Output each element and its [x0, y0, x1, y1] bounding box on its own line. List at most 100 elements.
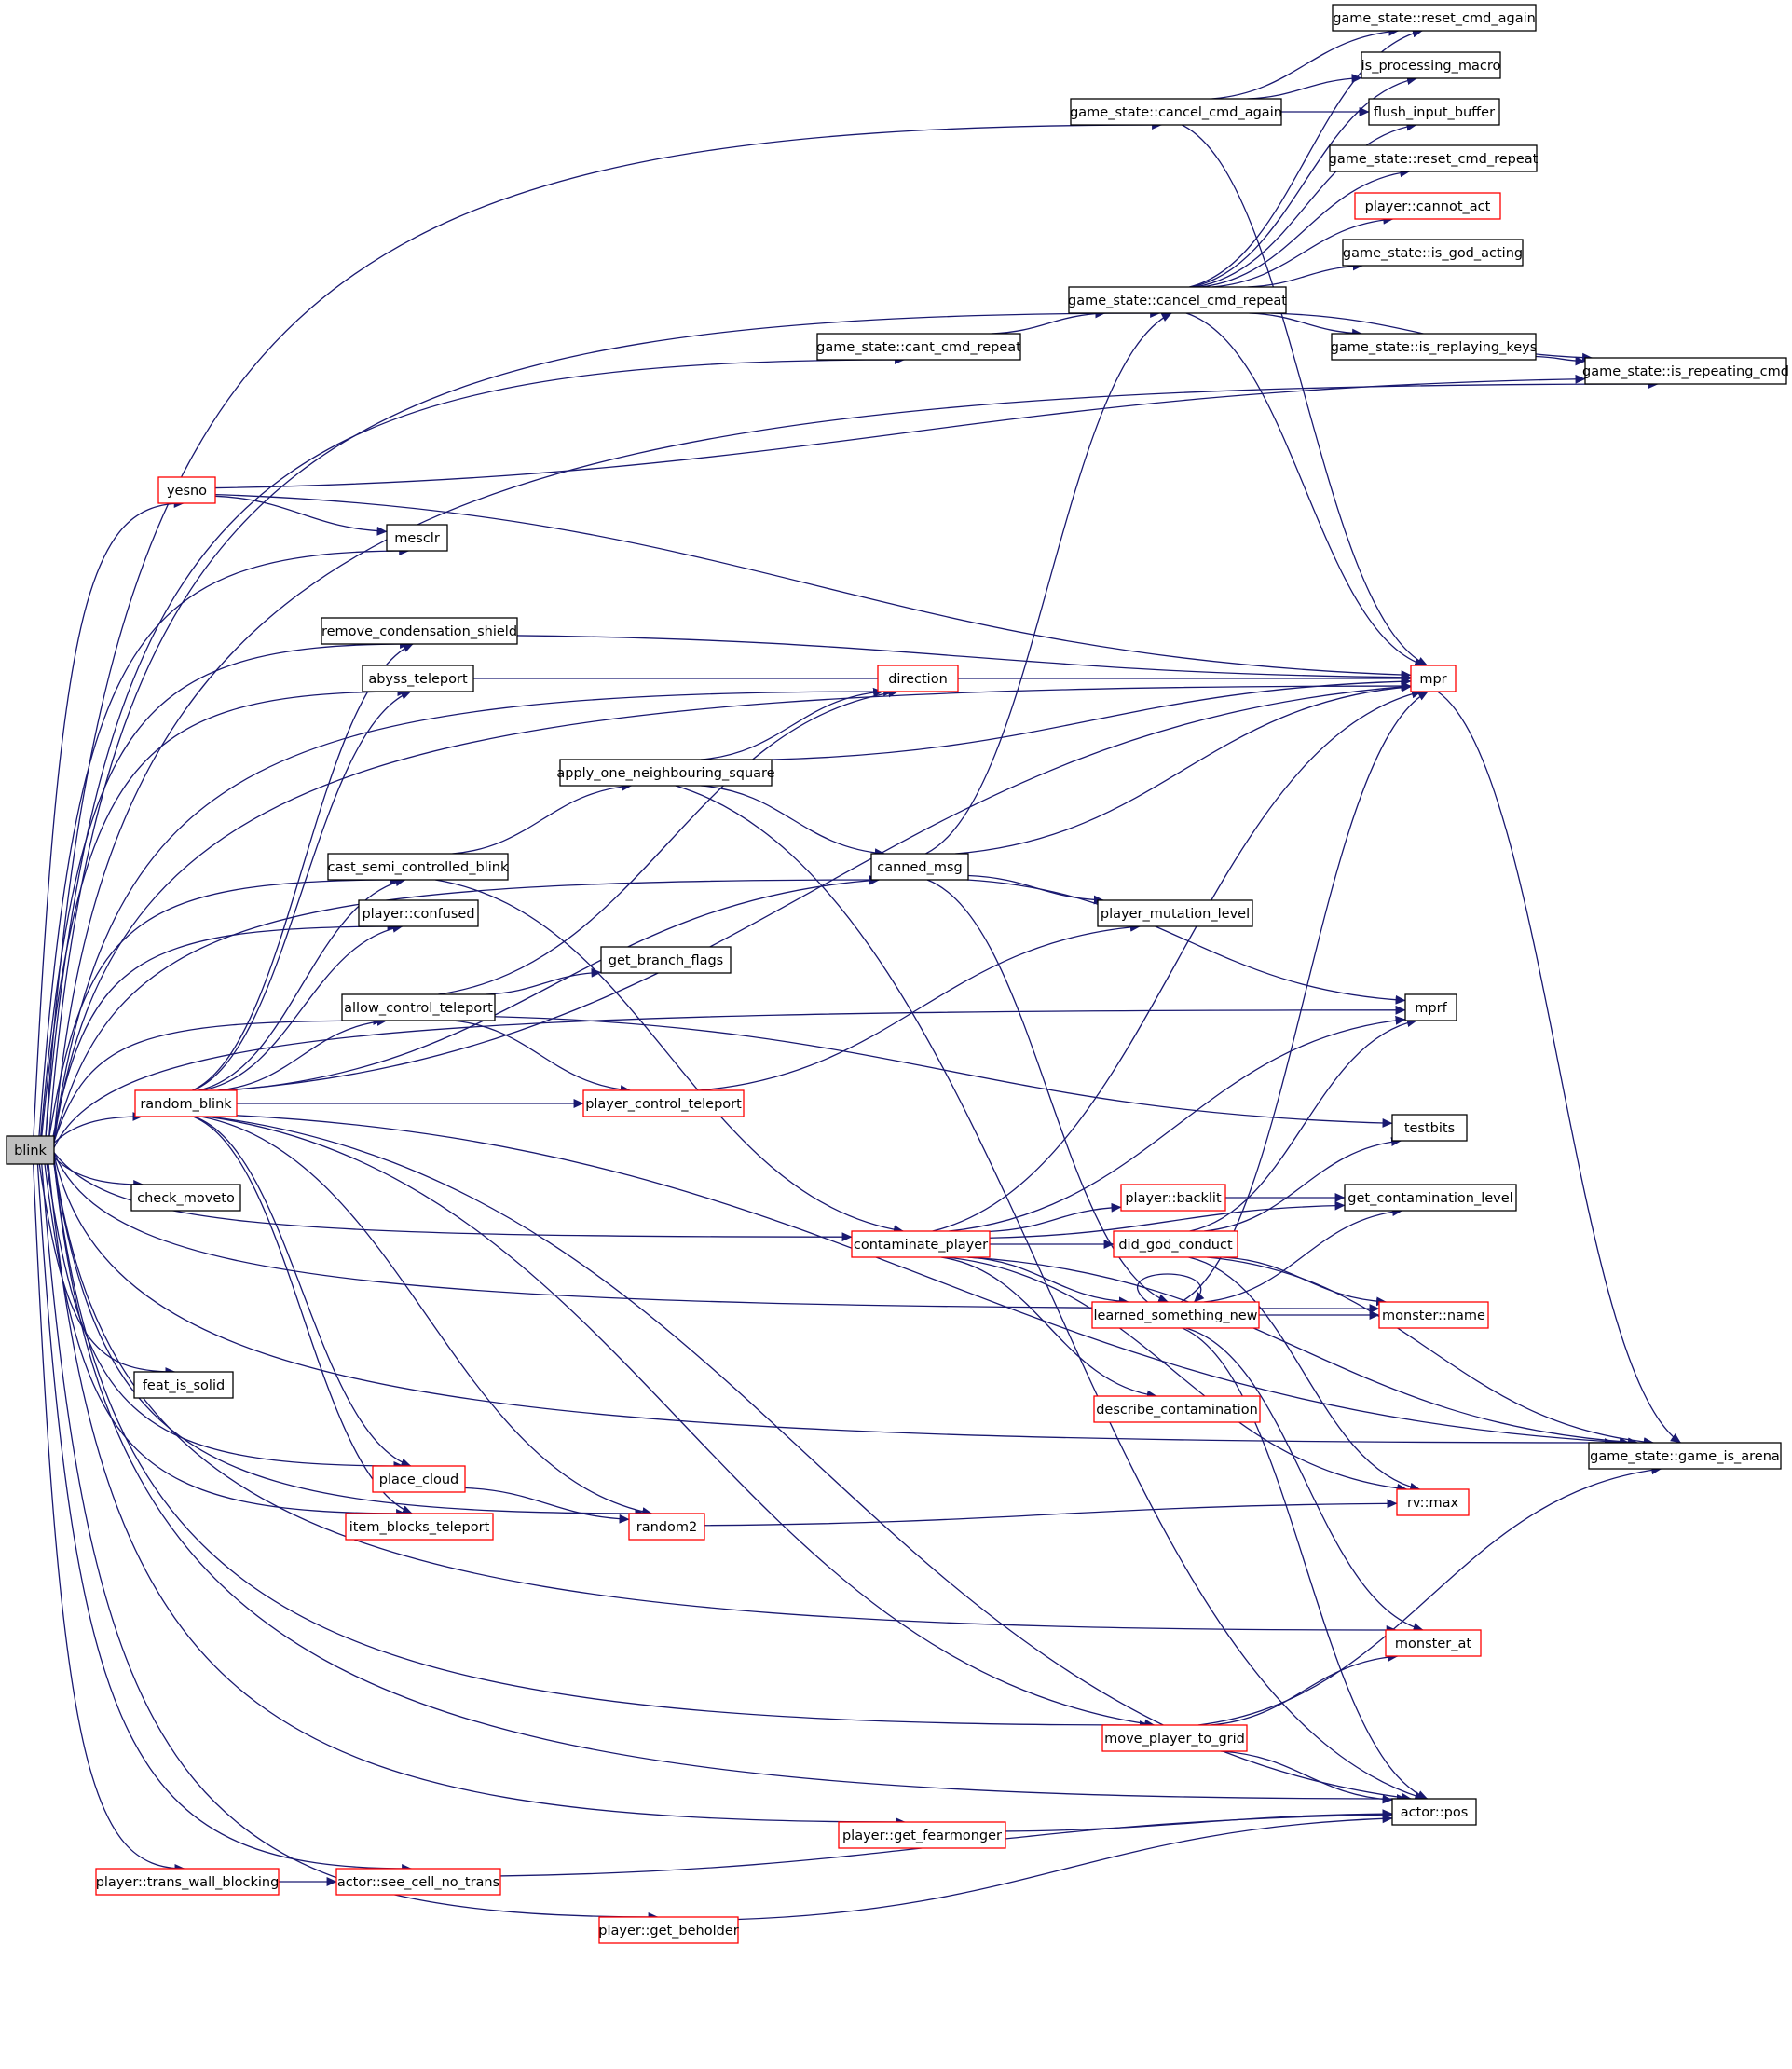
call-edge-cant_cmd_repeat-to-cancel_cmd_repeat: [991, 308, 1106, 335]
call-edge-blink-to-yesno: [33, 499, 185, 1137]
node-box: [1584, 357, 1787, 385]
call-edge-blink-to-remove_condensation_shield: [40, 639, 411, 1137]
call-edge-contaminate_player-to-mprf: [949, 1015, 1406, 1232]
node-box: [1396, 1488, 1470, 1516]
node-box: [600, 946, 732, 974]
node-reset-cmd-repeat[interactable]: game_state::reset_cmd_repeat: [1329, 144, 1539, 172]
node-get-fearmonger[interactable]: player::get_fearmonger: [838, 1821, 1006, 1849]
node-allow-control-teleport[interactable]: allow_control_teleport: [341, 993, 496, 1021]
node-mprf[interactable]: mprf: [1404, 993, 1457, 1021]
node-rv-max[interactable]: rv::max: [1396, 1488, 1470, 1516]
node-box: [335, 1868, 501, 1896]
node-label: game_state::is_replaying_keys: [1331, 340, 1538, 355]
node-get-contamination-level[interactable]: get_contamination_level: [1344, 1184, 1517, 1212]
node-cast-semi-controlled-blink[interactable]: cast_semi_controlled_blink: [327, 853, 509, 881]
node-item-blocks-teleport[interactable]: item_blocks_teleport: [345, 1513, 494, 1541]
call-edge-cancel_cmd_again-to-reset_cmd_again: [1211, 26, 1400, 100]
call-edge-blink-to-mpr: [53, 681, 1412, 1143]
node-box: [358, 899, 479, 927]
node-label: player::trans_wall_blocking: [96, 1875, 280, 1890]
node-learned-something-new[interactable]: learned_something_new: [1091, 1301, 1260, 1329]
node-is-god-acting[interactable]: game_state::is_god_acting: [1342, 239, 1524, 267]
node-cancel-cmd-repeat[interactable]: game_state::cancel_cmd_repeat: [1068, 286, 1287, 314]
node-label: place_cloud: [379, 1473, 459, 1487]
node-box: [1120, 1184, 1226, 1212]
call-edge-random_blink-to-cast_semi_controlled_blink: [198, 877, 406, 1091]
node-box: [1332, 4, 1537, 32]
node-flush-input-buffer[interactable]: flush_input_buffer: [1368, 98, 1500, 126]
node-label: random2: [636, 1520, 697, 1535]
node-is-processing-macro[interactable]: is_processing_macro: [1361, 51, 1501, 79]
node-random-blink[interactable]: random_blink: [134, 1089, 238, 1117]
node-label: abyss_teleport: [368, 672, 468, 687]
node-describe-contamination[interactable]: describe_contamination: [1093, 1395, 1261, 1423]
node-label: game_state::reset_cmd_repeat: [1329, 152, 1539, 167]
node-reset-cmd-again[interactable]: game_state::reset_cmd_again: [1332, 4, 1537, 32]
node-get-branch-flags[interactable]: get_branch_flags: [600, 946, 732, 974]
node-blink[interactable]: blink: [6, 1135, 55, 1165]
node-place-cloud[interactable]: place_cloud: [372, 1465, 466, 1493]
node-trans-wall-blocking[interactable]: player::trans_wall_blocking: [95, 1868, 280, 1896]
node-get-beholder[interactable]: player::get_beholder: [598, 1916, 739, 1944]
node-see-cell-no-trans[interactable]: actor::see_cell_no_trans: [335, 1868, 501, 1896]
call-edge-canned_msg-to-mprf: [966, 879, 1406, 1005]
node-box: [372, 1465, 466, 1493]
node-check-moveto[interactable]: check_moveto: [130, 1184, 241, 1212]
call-edge-move_player_to_grid-to-game_is_arena: [1197, 1465, 1662, 1726]
node-actor-pos[interactable]: actor::pos: [1391, 1798, 1477, 1826]
node-random2[interactable]: random2: [628, 1513, 705, 1541]
node-abyss-teleport[interactable]: abyss_teleport: [362, 665, 474, 692]
call-edge-apply_one_neighbouring_square-to-direction: [700, 687, 884, 760]
node-cancel-cmd-again[interactable]: game_state::cancel_cmd_again: [1070, 98, 1282, 126]
node-mpr[interactable]: mpr: [1410, 665, 1457, 692]
call-edge-contaminate_player-to-learned_something_new: [967, 1256, 1129, 1307]
node-box: [1344, 1184, 1517, 1212]
call-edge-random_blink-to-random2: [200, 1116, 653, 1516]
node-monster-at[interactable]: monster_at: [1385, 1629, 1482, 1657]
node-testbits[interactable]: testbits: [1391, 1114, 1468, 1142]
call-edge-blink-to-contaminate_player: [53, 1152, 853, 1242]
call-edge-random_blink-to-actor_pos: [209, 1116, 1412, 1802]
node-player-control-teleport[interactable]: player_control_teleport: [582, 1089, 745, 1117]
call-edge-learned_something_new-to-learned_something_new: [1137, 1273, 1205, 1303]
node-mesclr[interactable]: mesclr: [386, 524, 448, 552]
node-canned-msg[interactable]: canned_msg: [870, 853, 969, 881]
node-cant-cmd-repeat[interactable]: game_state::cant_cmd_repeat: [816, 333, 1021, 361]
node-label: player::get_beholder: [598, 1924, 738, 1939]
node-yesno[interactable]: yesno: [157, 476, 216, 504]
node-label: player_control_teleport: [585, 1097, 742, 1112]
node-feat-is-solid[interactable]: feat_is_solid: [133, 1371, 234, 1399]
node-label: cast_semi_controlled_blink: [328, 860, 509, 875]
call-edge-get_beholder-to-actor_pos: [737, 1814, 1393, 1921]
node-label: is_processing_macro: [1361, 59, 1501, 74]
node-player-backlit[interactable]: player::backlit: [1120, 1184, 1226, 1212]
node-is-replaying-keys[interactable]: game_state::is_replaying_keys: [1331, 333, 1538, 361]
node-label: get_contamination_level: [1347, 1191, 1512, 1206]
node-remove-condensation-shield[interactable]: remove_condensation_shield: [321, 617, 518, 645]
node-box: [362, 665, 474, 692]
node-monster-name[interactable]: monster::name: [1378, 1301, 1489, 1329]
call-edge-blink-to-mprf: [53, 1005, 1406, 1148]
call-edge-blink-to-place_cloud: [46, 1163, 404, 1471]
node-player-mutation-level[interactable]: player_mutation_level: [1097, 899, 1253, 927]
node-label: feat_is_solid: [143, 1378, 225, 1393]
node-direction[interactable]: direction: [877, 665, 959, 692]
node-label: yesno: [167, 484, 207, 499]
call-edge-cast_semi_controlled_blink-to-contaminate_player: [435, 879, 904, 1235]
node-is-repeating-cmd[interactable]: game_state::is_repeating_cmd: [1582, 357, 1789, 385]
node-cannot-act[interactable]: player::cannot_act: [1354, 192, 1501, 220]
call-edge-canned_msg-to-mpr: [955, 682, 1412, 855]
node-apply-one-neighbouring-square[interactable]: apply_one_neighbouring_square: [556, 759, 775, 787]
call-edge-random2-to-rv_max: [704, 1499, 1398, 1527]
node-label: monster::name: [1382, 1309, 1485, 1323]
node-player-confused[interactable]: player::confused: [358, 899, 479, 927]
node-box: [877, 665, 959, 692]
node-game-is-arena[interactable]: game_state::game_is_arena: [1588, 1442, 1782, 1470]
node-move-player-to-grid[interactable]: move_player_to_grid: [1101, 1724, 1248, 1752]
call-edge-random_blink-to-game_is_arena: [236, 1115, 1630, 1447]
node-did-god-conduct[interactable]: did_god_conduct: [1113, 1230, 1238, 1258]
node-label: remove_condensation_shield: [321, 624, 517, 639]
node-contaminate-player[interactable]: contaminate_player: [851, 1230, 991, 1258]
node-box: [1588, 1442, 1782, 1470]
node-label: check_moveto: [137, 1191, 235, 1206]
